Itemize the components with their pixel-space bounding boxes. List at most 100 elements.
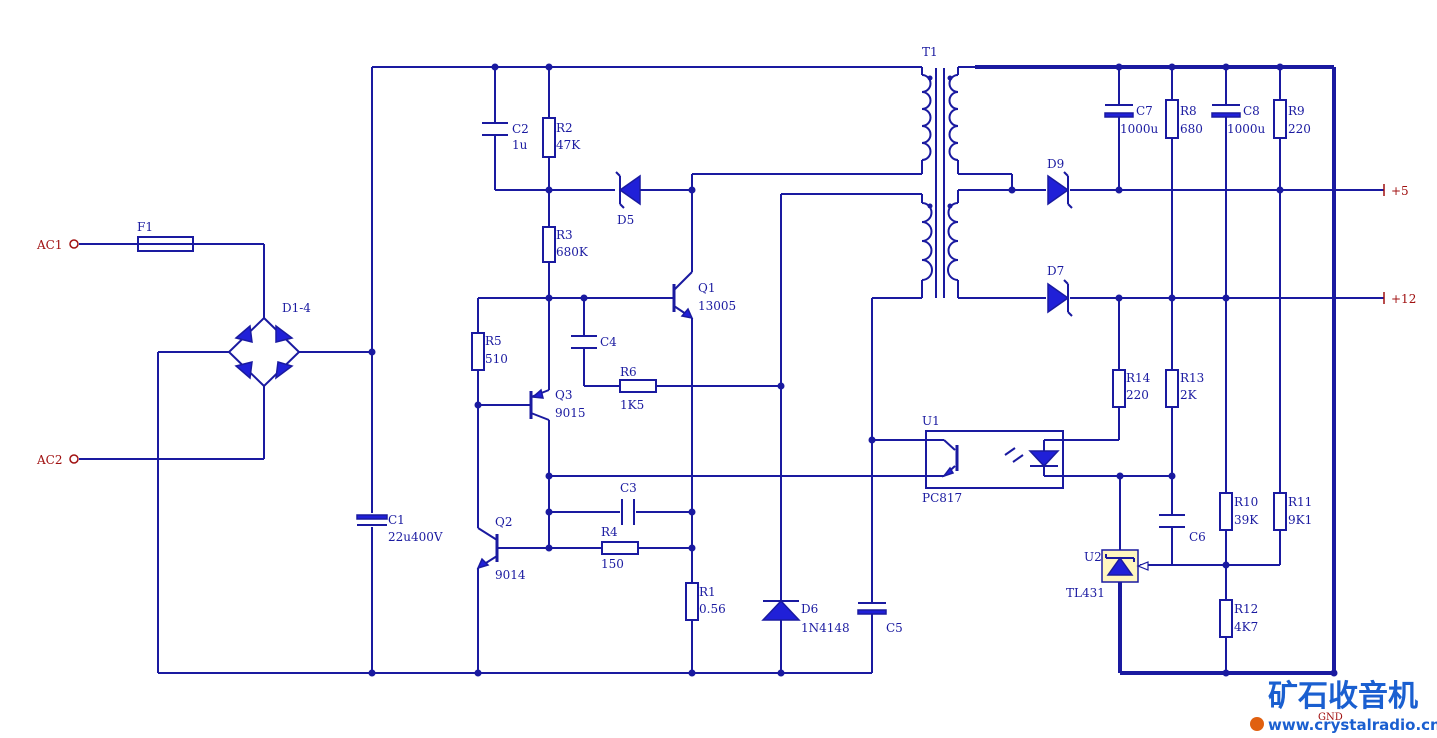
r3-value: 680K — [556, 245, 589, 259]
resistor-r8: R8 680 — [1165, 99, 1203, 139]
r2-ref: R2 — [556, 121, 573, 135]
transistor-q3: Q3 9015 — [529, 388, 586, 421]
resistor-r11: R11 9K1 — [1273, 492, 1312, 531]
r10-ref: R10 — [1234, 495, 1258, 509]
r8-value: 680 — [1180, 122, 1203, 136]
diode-d5: D5 — [615, 171, 641, 227]
resistor-r3: R3 680K — [542, 226, 589, 263]
resistor-r2: R2 47K — [542, 117, 581, 158]
c2-value: 1u — [512, 138, 528, 152]
c6-ref: C6 — [1189, 530, 1206, 544]
r12-value: 4K7 — [1234, 620, 1258, 634]
r14-value: 220 — [1126, 388, 1149, 402]
c1-ref: C1 — [388, 513, 405, 527]
d6-value: 1N4148 — [801, 621, 850, 635]
d5-ref: D5 — [617, 213, 634, 227]
q1-value: 13005 — [698, 299, 736, 313]
wiring — [79, 65, 1384, 675]
q2-ref: Q2 — [495, 515, 512, 529]
watermark-url: www.crystalradio.cn — [1268, 716, 1437, 734]
shunt-regulator-u2: U2 TL431 — [1066, 549, 1149, 600]
watermark-logo-icon — [1250, 717, 1264, 731]
resistor-r6: R6 1K5 — [619, 365, 657, 412]
resistor-r9: R9 220 — [1273, 99, 1311, 139]
diode-d9: D9 — [1047, 157, 1073, 209]
resistor-r4: R4 150 — [601, 525, 639, 571]
resistor-r12: R12 4K7 — [1219, 599, 1258, 638]
r6-ref: R6 — [620, 365, 637, 379]
u2-ref: U2 — [1084, 550, 1102, 564]
d9-ref: D9 — [1047, 157, 1064, 171]
r13-ref: R13 — [1180, 371, 1204, 385]
r9-value: 220 — [1288, 122, 1311, 136]
r11-ref: R11 — [1288, 495, 1312, 509]
r5-ref: R5 — [485, 334, 502, 348]
resistor-r5: R5 510 — [471, 332, 508, 371]
r11-value: 9K1 — [1288, 513, 1312, 527]
ac2-label: AC2 — [36, 453, 62, 467]
q2-value: 9014 — [495, 568, 526, 582]
capacitor-c1: C1 22u400V — [356, 513, 443, 544]
diode-d7: D7 — [1047, 264, 1073, 317]
ac1-label: AC1 — [36, 238, 62, 252]
r1-ref: R1 — [699, 585, 716, 599]
transistor-q1: Q1 13005 — [672, 271, 736, 320]
r5-value: 510 — [485, 352, 508, 366]
q1-ref: Q1 — [698, 281, 715, 295]
capacitor-c6: C6 — [1159, 514, 1206, 544]
optocoupler-u1: U1 PC817 — [922, 414, 1064, 505]
u2-value: TL431 — [1066, 586, 1105, 600]
c5-ref: C5 — [886, 621, 903, 635]
capacitor-c4: C4 — [571, 335, 617, 349]
d1-4-ref: D1-4 — [282, 301, 311, 315]
r14-ref: R14 — [1126, 371, 1151, 385]
diode-d6: D6 1N4148 — [761, 599, 850, 635]
plus12-label: +12 — [1391, 292, 1416, 306]
transistor-q2: Q2 9014 — [476, 515, 526, 582]
r9-ref: R9 — [1288, 104, 1305, 118]
c4-ref: C4 — [600, 335, 617, 349]
r8-ref: R8 — [1180, 104, 1197, 118]
plus5-label: +5 — [1391, 184, 1409, 198]
bridge-rectifier-d1-4: D1-4 — [227, 301, 311, 388]
r4-value: 150 — [601, 557, 624, 571]
ac1-terminal — [69, 239, 79, 249]
watermark: 矿石收音机 GND www.crystalradio.cn — [1250, 679, 1437, 734]
r1-value: 0.56 — [699, 602, 726, 616]
capacitor-c3: C3 — [620, 481, 637, 525]
junction-dots — [368, 63, 1338, 677]
resistor-r10: R10 39K — [1219, 492, 1259, 531]
capacitor-c7: C7 1000u — [1104, 104, 1159, 136]
d7-ref: D7 — [1047, 264, 1064, 278]
gnd-label: GND — [1318, 712, 1343, 723]
r10-value: 39K — [1234, 513, 1259, 527]
c3-ref: C3 — [620, 481, 637, 495]
c7-ref: C7 — [1136, 104, 1153, 118]
resistor-r1: R1 0.56 — [685, 582, 726, 621]
r13-value: 2K — [1180, 388, 1198, 402]
resistor-r13: R13 2K — [1165, 369, 1204, 408]
ac-input-section: AC1 AC2 F1 — [36, 220, 194, 467]
capacitor-c5: C5 — [857, 602, 903, 635]
capacitor-c8: C8 1000u — [1211, 104, 1266, 136]
f1-ref: F1 — [137, 220, 153, 234]
transformer-t1: T1 — [921, 45, 959, 298]
c7-value: 1000u — [1120, 122, 1159, 136]
watermark-title: 矿石收音机 — [1268, 679, 1418, 714]
t1-ref: T1 — [922, 45, 938, 59]
ac2-terminal — [69, 454, 79, 464]
resistor-r14: R14 220 — [1112, 369, 1151, 408]
output-terminals: +5 +12 — [1383, 184, 1416, 306]
c2-ref: C2 — [512, 122, 529, 136]
r2-value: 47K — [556, 138, 581, 152]
r6-value: 1K5 — [620, 398, 644, 412]
u1-value: PC817 — [922, 491, 962, 505]
r12-ref: R12 — [1234, 602, 1258, 616]
r4-ref: R4 — [601, 525, 618, 539]
c1-value: 22u400V — [388, 530, 443, 544]
q3-ref: Q3 — [555, 388, 572, 402]
r3-ref: R3 — [556, 228, 573, 242]
q3-value: 9015 — [555, 406, 586, 420]
c8-value: 1000u — [1227, 122, 1266, 136]
